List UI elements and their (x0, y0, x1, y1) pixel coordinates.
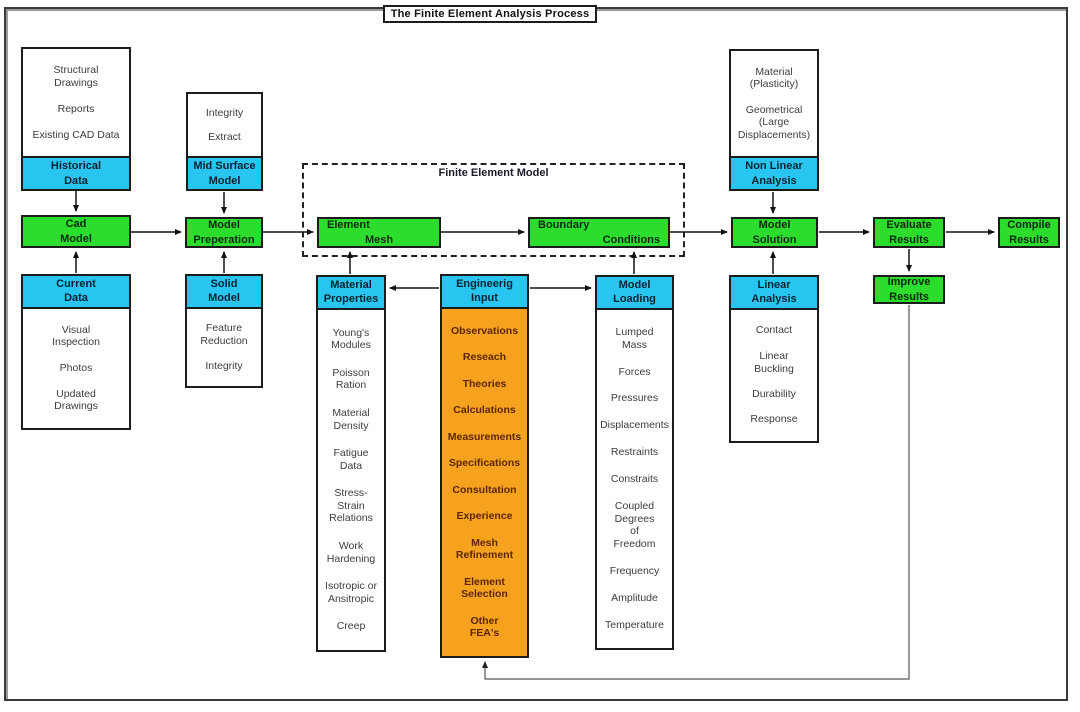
linear-analysis-header: Linear Analysis (731, 277, 817, 310)
list-item: Stress- Strain Relations (329, 487, 373, 525)
list-item: Element Selection (461, 575, 508, 601)
list-item: Material Density (332, 406, 370, 432)
list-item: Calculations (453, 404, 516, 417)
list-item: Poisson Ration (332, 366, 370, 392)
improve-results-box: Improve Results (873, 275, 945, 304)
list-item: Amplitude (611, 591, 658, 604)
cad-model-box: Cad Model (21, 215, 131, 248)
material-properties-header: Material Properties (318, 277, 384, 310)
list-item: Extract (208, 130, 241, 143)
historical-data-header: Historical Data (23, 156, 129, 189)
non-linear-items: Material (Plasticity) Geometrical (Large … (731, 51, 817, 157)
model-solution-box: Model Solution (731, 217, 818, 248)
boundary-conditions-line1: Boundary (538, 219, 590, 232)
element-mesh-line1: Element (327, 219, 370, 232)
list-item: Feature Reduction (200, 322, 248, 348)
list-item: Consultation (452, 483, 517, 496)
list-item: Durability (752, 388, 796, 400)
element-mesh-line2: Mesh (364, 233, 394, 246)
element-mesh-box: Element Mesh (317, 217, 441, 248)
list-item: Pressures (610, 392, 659, 405)
list-item: Existing CAD Data (32, 128, 120, 141)
list-item: Lumped Mass (615, 325, 654, 351)
list-item: Creep (336, 620, 366, 633)
list-item: Measurements (447, 430, 522, 443)
list-item: Response (750, 413, 798, 426)
evaluate-results-box: Evaluate Results (873, 217, 945, 248)
diagram-title: The Finite Element Analysis Process (383, 5, 597, 23)
list-item: Photos (59, 362, 93, 374)
list-item: Geometrical (Large Displacements) (737, 103, 811, 141)
model-loading-header: Model Loading (597, 277, 672, 310)
list-item: Experience (456, 510, 513, 523)
list-item: Displacements (600, 419, 669, 432)
boundary-conditions-line2: Conditions (602, 233, 660, 246)
list-item: Forces (618, 365, 651, 378)
list-item: Reports (57, 102, 95, 115)
list-item: Constraits (610, 473, 659, 486)
list-item: Restraints (610, 446, 659, 459)
solid-model-header: Solid Model (187, 276, 261, 309)
list-item: Visual Inspection (52, 323, 100, 349)
list-item: Integrity (205, 107, 244, 120)
list-item: Reseach (462, 351, 507, 364)
current-data-header: Current Data (23, 276, 129, 309)
list-item: Updated Drawings (54, 387, 98, 413)
list-item: Integrity (205, 359, 243, 372)
non-linear-header: Non Linear Analysis (731, 156, 817, 189)
boundary-conditions-box: Boundary Conditions (528, 217, 670, 248)
list-item: Linear Buckling (754, 349, 794, 375)
list-item: Work Hardening (326, 540, 376, 565)
list-item: Material (Plasticity) (749, 65, 799, 91)
list-item: Other FEA's (469, 614, 500, 640)
list-item: Young's Modules (331, 326, 371, 352)
list-item: Specifications (448, 457, 521, 470)
diagram-border (4, 7, 1068, 701)
list-item: Theories (462, 377, 507, 390)
compile-results-box: Compile Results (998, 217, 1060, 248)
list-item: Temperature (605, 618, 664, 631)
list-item: Mesh Refinement (455, 536, 514, 562)
list-item: Structural Drawings (53, 64, 99, 89)
list-item: Frequency (609, 565, 660, 577)
finite-element-model-group: Finite Element Model (302, 163, 685, 257)
non-linear-analysis-box: Material (Plasticity) Geometrical (Large … (729, 49, 819, 191)
mid-surface-header: Mid Surface Model (188, 156, 261, 189)
model-preperation-box: Model Preperation (185, 217, 263, 248)
list-item: Contact (755, 324, 793, 337)
engineering-input-header: Engineerig Input (442, 276, 527, 309)
list-item: Fatigue Data (333, 447, 369, 472)
finite-element-model-label: Finite Element Model (438, 167, 549, 179)
list-item: Isotropic or Ansitropic (325, 580, 377, 605)
list-item: Coupled Degrees of Freedom (613, 500, 656, 551)
list-item: Observations (450, 324, 519, 337)
